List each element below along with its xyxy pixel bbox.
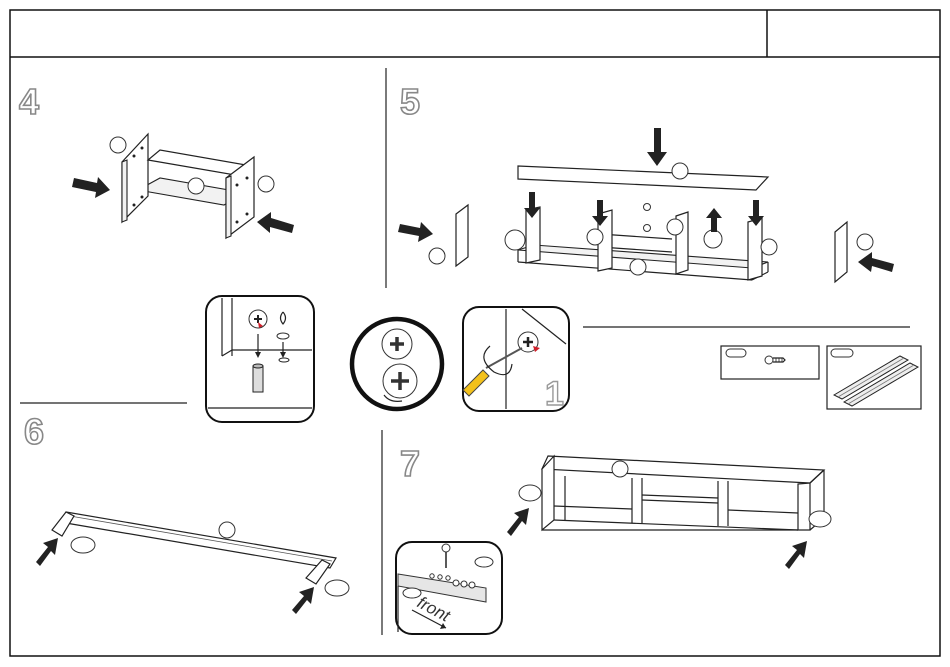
step5-illustration: [398, 128, 894, 282]
step6-plinth-board: [60, 512, 336, 568]
part-callout: [630, 259, 646, 275]
push-arrow-icon: [647, 128, 667, 166]
part-callout: [519, 485, 541, 501]
part-callout: [325, 580, 349, 596]
part-callout: [761, 239, 777, 255]
step-number-5: 5: [400, 81, 420, 122]
part-callout: [857, 234, 873, 250]
step7-illustration: [507, 456, 831, 569]
part-callout: [587, 229, 603, 245]
part-callout: [475, 557, 493, 567]
step7-top: [542, 456, 824, 483]
step5-top-board: [518, 166, 768, 190]
step-number-7: 7: [400, 443, 420, 484]
part-callout: [258, 176, 274, 192]
push-arrow-icon: [706, 208, 722, 232]
push-arrow-icon: [292, 587, 314, 614]
turn-indicator: 1: [545, 375, 564, 413]
part-callout: [704, 230, 722, 248]
part-callout: [403, 588, 421, 598]
push-arrow-icon: [36, 538, 58, 566]
step-number-4: 4: [19, 81, 39, 122]
hardware-screw-box: [721, 346, 819, 379]
push-arrow-icon: [72, 177, 110, 198]
part-callout: [505, 230, 525, 250]
push-arrow-icon: [507, 508, 529, 536]
step5-loose-side-left: [456, 205, 468, 266]
part-callout: [71, 537, 95, 553]
detail-cam-dowel: [206, 296, 314, 422]
part-callout: [672, 163, 688, 179]
part-callout: [110, 137, 126, 153]
push-arrow-icon: [257, 212, 294, 233]
step5-loose-side-right: [835, 222, 847, 282]
part-callout: [429, 248, 445, 264]
step7-left-side: [542, 456, 554, 530]
push-arrow-icon: [785, 541, 807, 569]
part-callout: [809, 511, 831, 527]
step5-right-side: [748, 218, 762, 280]
detail-screwdriver: 1: [463, 307, 569, 413]
part-callout: [612, 461, 628, 477]
step-number-6: 6: [24, 411, 44, 452]
hardware-slide-box: [827, 346, 921, 409]
detail-cam-rotation: [352, 319, 442, 409]
push-arrow-icon: [858, 252, 894, 272]
part-callout: [219, 522, 235, 538]
part-callout: [667, 219, 683, 235]
part-callout: [188, 178, 204, 194]
detail-front-plinth: front: [396, 542, 502, 634]
push-arrow-icon: [398, 222, 433, 242]
step6-illustration: [36, 512, 349, 614]
step7-right-side: [798, 483, 810, 530]
step4-illustration: [72, 134, 294, 238]
step4-top-rail: [148, 150, 246, 175]
